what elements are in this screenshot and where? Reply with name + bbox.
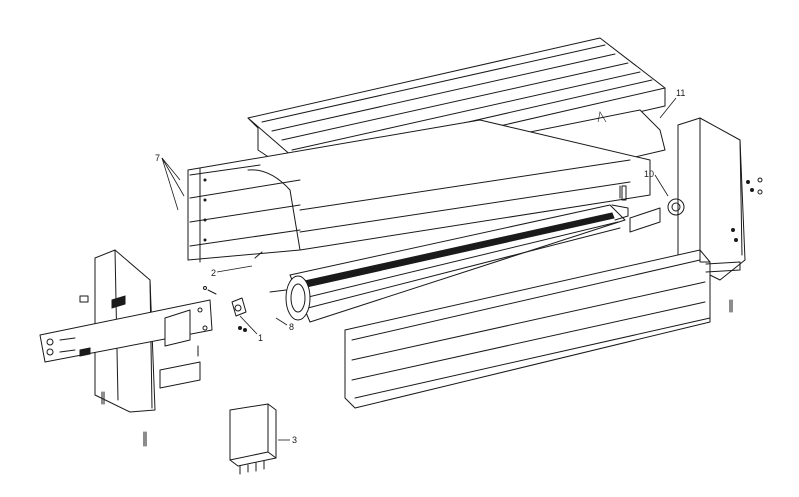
callout-1: 1 bbox=[258, 333, 263, 343]
left-end-plate bbox=[39, 249, 213, 413]
loose-pins bbox=[101, 185, 733, 447]
front-fascia-panel bbox=[344, 249, 741, 409]
roller-tube bbox=[269, 204, 629, 323]
callout-8: 8 bbox=[289, 322, 294, 332]
right-end-plate bbox=[621, 117, 763, 281]
motor-adapter bbox=[203, 251, 263, 332]
callout-3: 3 bbox=[292, 435, 297, 445]
callout-7: 7 bbox=[155, 153, 160, 163]
callout-2: 2 bbox=[211, 268, 216, 278]
rear-wall-panel bbox=[187, 119, 651, 263]
callout-10: 10 bbox=[644, 169, 654, 179]
leader-lines bbox=[161, 97, 677, 441]
callout-11: 11 bbox=[676, 88, 685, 98]
control-box bbox=[229, 403, 277, 475]
